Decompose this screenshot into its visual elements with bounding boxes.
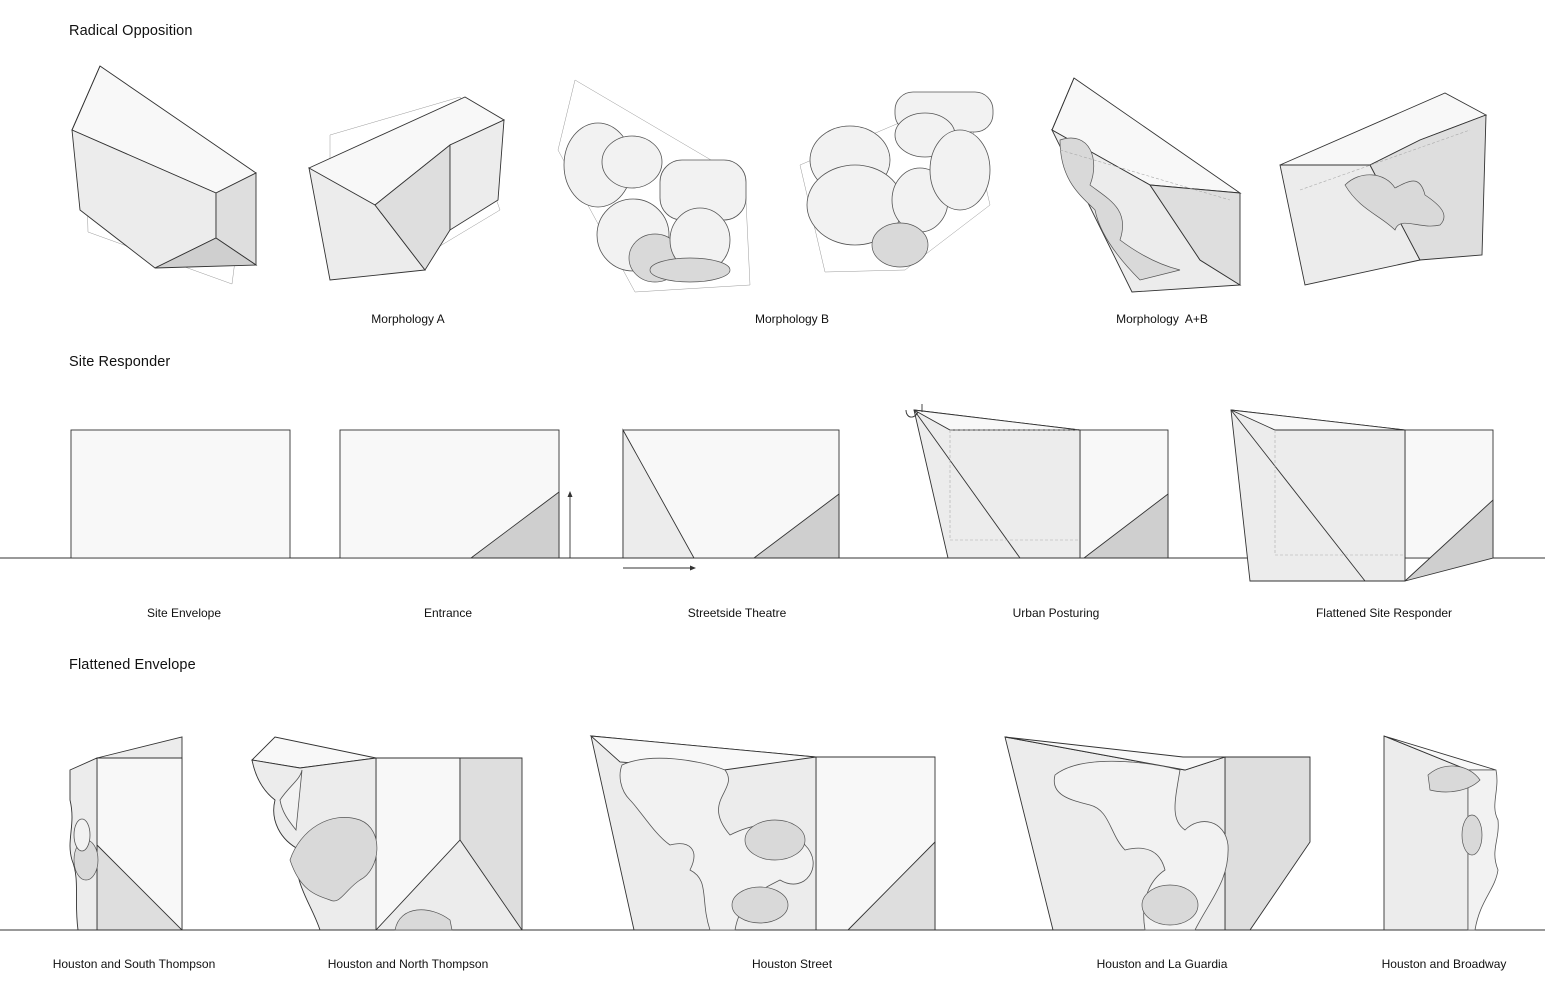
- section-title-radical-opposition: Radical Opposition: [69, 23, 193, 39]
- caption-urban-posturing: Urban Posturing: [1012, 606, 1100, 620]
- section-title-flattened-envelope: Flattened Envelope: [69, 657, 196, 673]
- caption-entrance: Entrance: [423, 606, 473, 620]
- houston-broadway-volume: [1383, 735, 1499, 931]
- morphology-a-left-volume: [71, 65, 258, 285]
- caption-morphology-b: Morphology B: [754, 312, 830, 326]
- morphology-ab-left-volume: [1050, 77, 1242, 293]
- flattened-site-responder-volume: [1230, 409, 1494, 582]
- caption-houston-la-guardia: Houston and La Guardia: [1096, 957, 1228, 971]
- streetside-theatre-box: [622, 428, 840, 571]
- morphology-b-left-volume: [557, 79, 751, 293]
- houston-north-thompson-volume: [251, 736, 523, 931]
- morphology-a-right-volume: [308, 96, 505, 281]
- site-envelope-box: [70, 429, 291, 559]
- entrance-box: [339, 429, 573, 559]
- caption-houston-broadway: Houston and Broadway: [1381, 957, 1507, 971]
- caption-houston-north-thompson: Houston and North Thompson: [327, 957, 489, 971]
- caption-morphology-a-b: Morphology A+B: [1116, 312, 1208, 326]
- caption-houston-south-thompson: Houston and South Thompson: [52, 957, 216, 971]
- urban-posturing-volume: [905, 404, 1169, 559]
- morphology-b-right-volume: [799, 91, 994, 273]
- section-title-site-responder: Site Responder: [69, 354, 171, 370]
- caption-site-envelope: Site Envelope: [146, 606, 222, 620]
- caption-streetside-theatre: Streetside Theatre: [687, 606, 787, 620]
- caption-morphology-a: Morphology A: [371, 312, 445, 326]
- morphology-ab-right-volume: [1279, 92, 1488, 286]
- caption-houston-street: Houston Street: [751, 957, 833, 971]
- houston-street-volume: [589, 735, 936, 931]
- caption-flattened-site-responder: Flattened Site Responder: [1315, 606, 1453, 620]
- houston-south-thompson-volume: [69, 736, 184, 931]
- houston-la-guardia-volume: [1004, 736, 1311, 931]
